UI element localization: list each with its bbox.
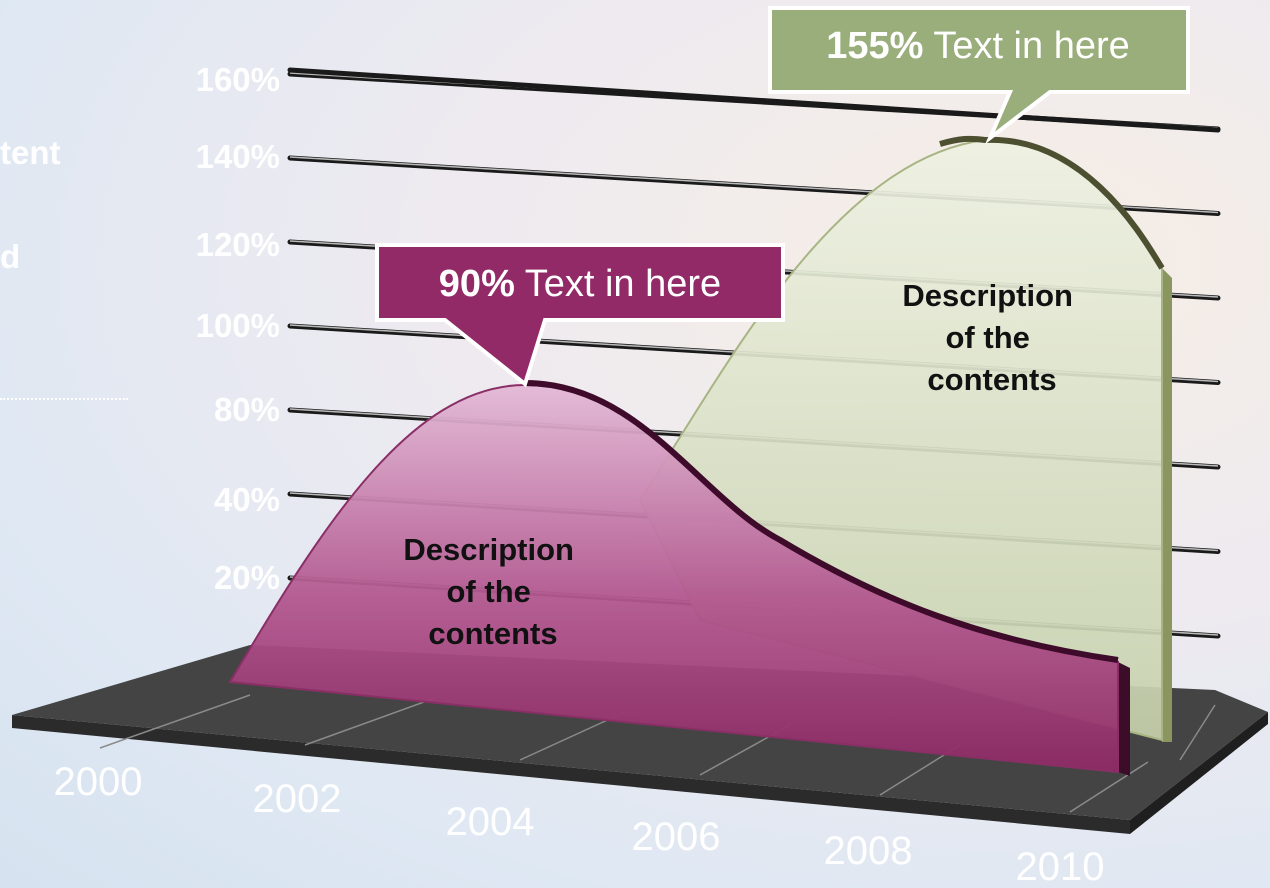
series-2-description-line-2: of the [946,320,1030,355]
y-tick-label: 100% [196,307,280,344]
series-1-ridge [524,380,1119,663]
x-tick-label: 2000 [54,760,143,804]
series-2-description: Description of the contents [902,278,1081,397]
left-fragment-2: d [0,238,21,275]
y-tick-label: 120% [196,226,280,263]
x-tick-label: 2010 [1016,845,1105,888]
x-tick-label: 2004 [446,800,535,844]
y-tick-label: 40% [214,481,280,518]
series-2-callout-value: 155% [826,25,923,67]
series-2-callout: 155% Text in here [768,6,1190,145]
floor-gridline [99,694,251,749]
series-2-side [1162,268,1172,742]
floor-gridline [304,697,436,746]
series-1-callout-text: 90% Text in here [439,263,721,305]
y-tick-label: 20% [214,559,280,596]
series-1-description-line-1: Description [403,532,574,567]
series-1-callout-label: Text in here [525,263,721,305]
series-1-description-line-3: contents [428,616,557,651]
chart-floor-front [12,715,1130,834]
gridline [287,67,1221,133]
y-tick-label: 140% [196,138,280,175]
floor-gridline [1069,761,1149,813]
series-2-description-line-1: Description [902,278,1073,313]
y-tick-label: 80% [214,391,280,428]
series-1-description-line-2: of the [447,574,531,609]
chart-floor-side [1130,712,1268,834]
dotted-divider [0,398,128,400]
x-tick-label: 2008 [824,829,913,873]
series-1-callout: 90% Text in here [375,243,785,388]
left-fragment-1: tent [0,134,61,171]
series-1-side [1118,662,1130,776]
series-1-description: Description of the contents [403,532,582,651]
y-tick-label: 160% [196,61,280,98]
x-tick-label: 2002 [253,777,342,821]
series-2-ridge [939,135,1165,270]
series-2-callout-text: 155% Text in here [826,25,1130,67]
floor-gridline [1179,704,1216,761]
x-tick-label: 2006 [632,815,721,859]
series-2-description-line-3: contents [927,362,1056,397]
series-1-callout-value: 90% [439,263,515,305]
series-2-callout-label: Text in here [933,25,1129,67]
